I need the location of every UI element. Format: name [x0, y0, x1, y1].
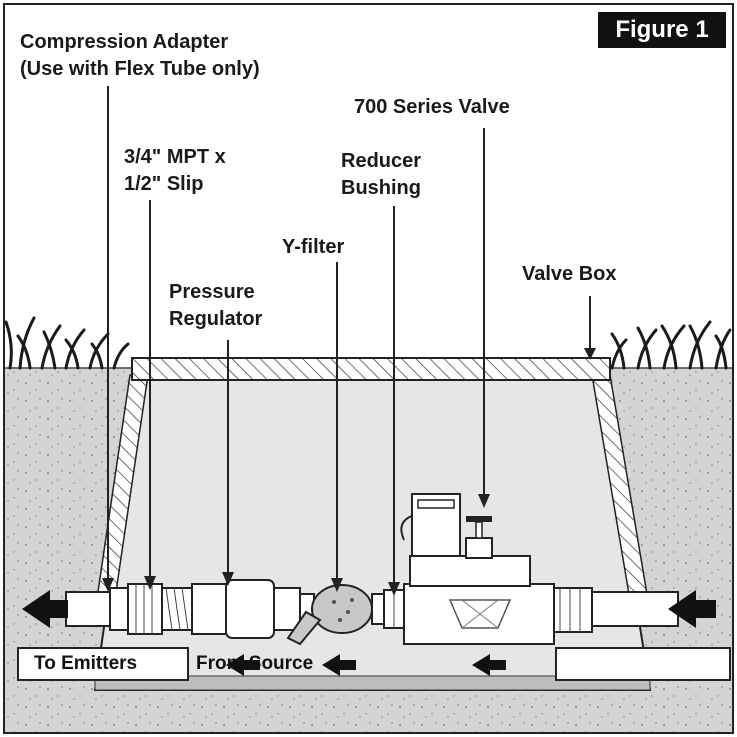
flow-arrow-in	[668, 590, 716, 628]
flow-arrow-2	[322, 654, 356, 676]
flow-arrow-1	[226, 654, 260, 676]
caption-to-emitters: To Emitters	[34, 653, 138, 674]
label-mpt-slip-line2: 1/2" Slip	[124, 173, 204, 195]
label-reducer-line2: Bushing	[341, 177, 421, 199]
pressure-regulator	[191, 579, 301, 639]
label-mpt-slip-line1: 3/4" MPT x	[124, 146, 226, 168]
label-reducer-line1: Reducer	[341, 150, 422, 172]
label-compression-adapter-line1: Compression Adapter	[20, 31, 229, 53]
label-y-filter: Y-filter	[282, 236, 345, 258]
valve-box-interior	[93, 374, 652, 691]
series-700-valve	[400, 493, 593, 645]
flow-arrows	[22, 590, 716, 676]
pointer-lines	[107, 86, 591, 584]
grass-right	[610, 320, 732, 370]
caption-box-left	[17, 647, 189, 681]
label-valve-box: Valve Box	[522, 263, 617, 285]
pipe-right	[591, 591, 679, 627]
pipe-left	[65, 591, 117, 627]
y-filter	[286, 584, 385, 646]
flow-arrow-out	[22, 590, 68, 628]
label-700-series-valve: 700 Series Valve	[354, 96, 510, 118]
grass-left	[4, 316, 130, 370]
label-compression-adapter-line2: (Use with Flex Tube only)	[20, 58, 260, 80]
mpt-slip-adapter	[161, 587, 193, 631]
figure-badge: Figure 1	[598, 12, 726, 48]
valve-box-lid	[131, 357, 611, 381]
pointer-arrowheads	[102, 348, 596, 596]
caption-from-source: From Source	[196, 653, 314, 674]
label-pressure-line2: Regulator	[169, 308, 263, 330]
label-pressure-line1: Pressure	[169, 281, 255, 303]
caption-box-right	[555, 647, 731, 681]
compression-adapter	[109, 583, 163, 635]
flow-arrow-3	[472, 654, 506, 676]
